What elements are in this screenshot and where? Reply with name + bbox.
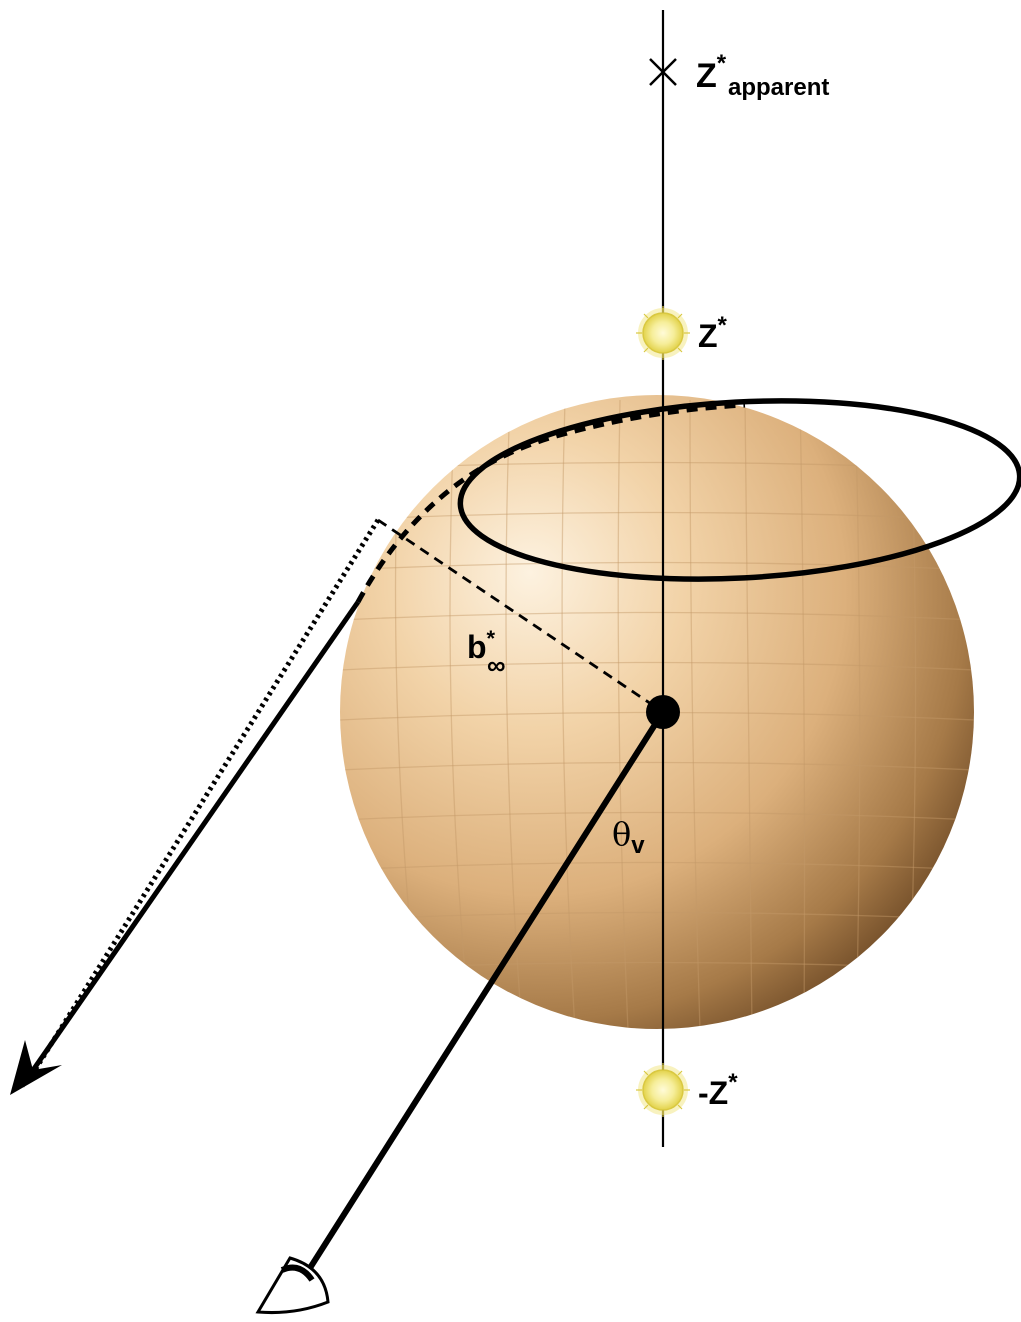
neg-z-star-main: -Z [698, 1075, 728, 1111]
z-apparent-sup: * [717, 50, 727, 77]
b-main: b [467, 629, 487, 665]
z-apparent-sub: apparent [728, 74, 829, 101]
dotted-ray [27, 518, 381, 1080]
sun-icon [636, 306, 690, 360]
impact-parameter-line [377, 518, 664, 714]
dot-icon [646, 695, 680, 729]
dashed-trajectory-arc [355, 402, 746, 604]
neg-z-star-sup: * [728, 1069, 738, 1096]
neg-z-star-label: -Z* [698, 1069, 738, 1111]
z-apparent-main: Z [696, 57, 717, 95]
orbit-ellipse [457, 398, 1021, 582]
ray-arrowhead-icon [10, 1040, 62, 1095]
z-apparent-label: Z*apparent [696, 50, 829, 101]
z-star-sup: * [718, 312, 728, 339]
theta-sub: v [631, 832, 645, 859]
b-sub: ∞ [487, 650, 506, 680]
line-of-sight [307, 710, 666, 1270]
b-sup: * [487, 626, 496, 651]
viewing-angle-label: θv [612, 815, 645, 859]
z-star-label: Z* [698, 312, 728, 354]
impact-parameter-label: b*∞ [467, 626, 506, 680]
sun-icon [636, 1063, 690, 1117]
z-star-main: Z [698, 318, 718, 354]
cross-marker-icon [649, 58, 677, 86]
theta-main: θ [612, 815, 631, 853]
eye-icon [255, 1256, 330, 1315]
deflected-ray [19, 600, 361, 1088]
